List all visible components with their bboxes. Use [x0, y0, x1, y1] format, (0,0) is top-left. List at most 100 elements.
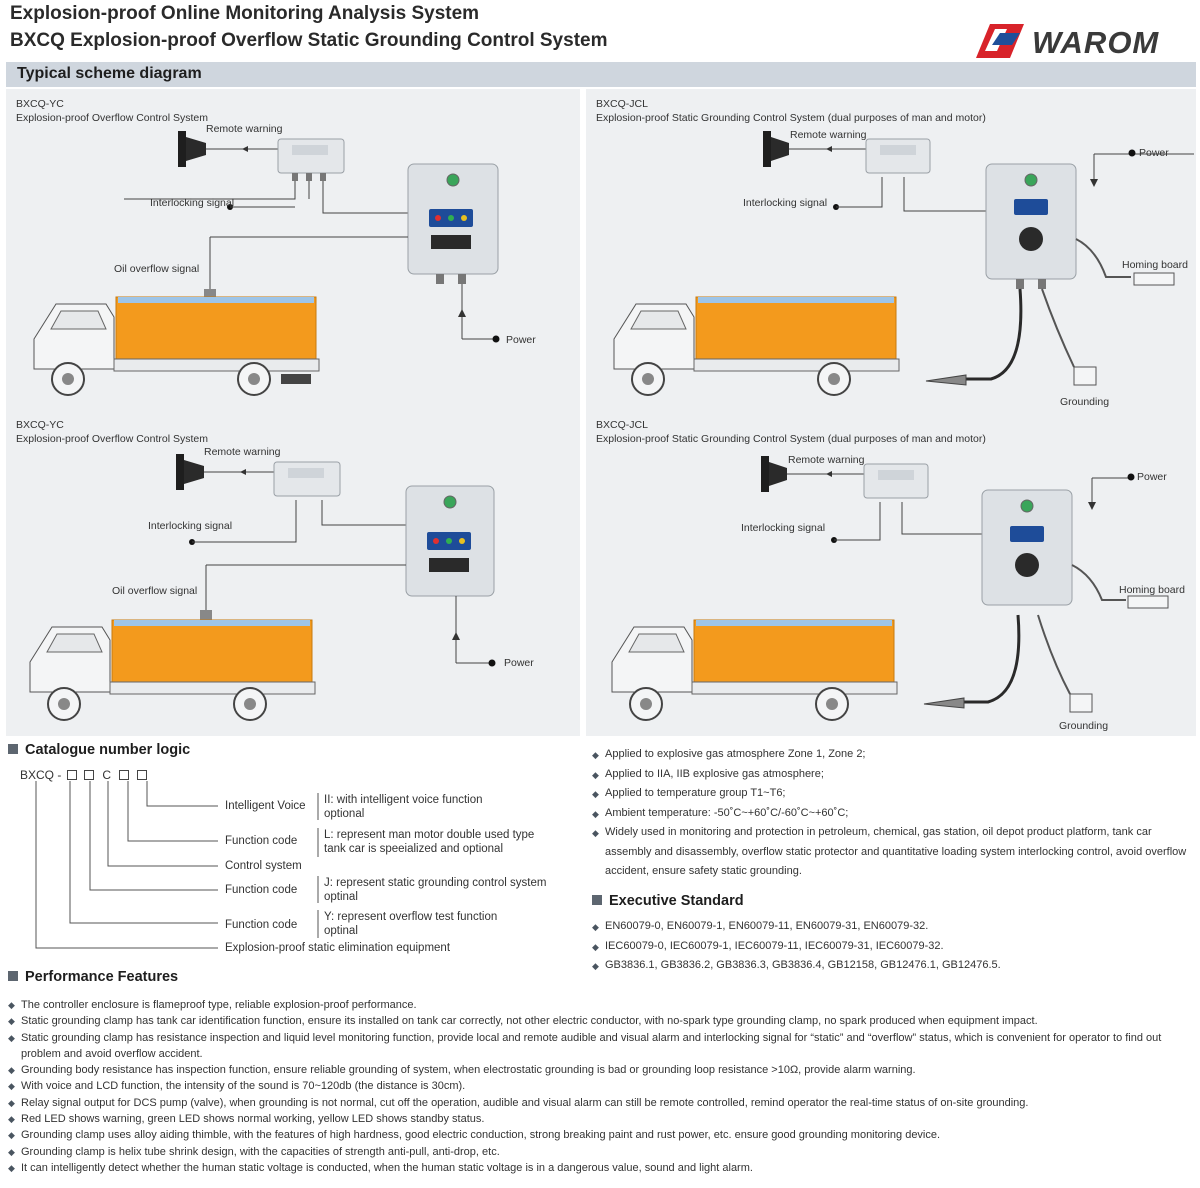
panel-subtitle: Explosion-proof Overflow Control System [16, 433, 208, 445]
scheme-panel-grounding-2: BXCQ-JCL Explosion-proof Static Groundin… [586, 410, 1196, 736]
tank-truck-icon [33, 289, 320, 396]
brand-wordmark: WAROM [1032, 25, 1159, 60]
label-power: Power [504, 657, 534, 669]
catalogue-row-name: Intelligent Voice [225, 800, 306, 812]
controller-cabinet-icon [985, 163, 1077, 289]
panel-model: BXCQ-YC [16, 419, 64, 431]
diamond-bullet-icon: ◆ [592, 961, 599, 971]
relay-box-icon [865, 138, 931, 174]
scheme-section-bar: Typical scheme diagram [6, 62, 1196, 87]
remote-horn-icon [761, 456, 787, 492]
label-remote-warning: Remote warning [206, 123, 283, 135]
label-power: Power [1139, 147, 1169, 159]
catalogue-row-desc: optional [324, 808, 365, 820]
performance-item: ◆Static grounding clamp has tank car ide… [8, 1013, 1193, 1029]
scheme-panel-grounding-1: BXCQ-JCL Explosion-proof Static Groundin… [586, 89, 1196, 411]
diamond-bullet-icon: ◆ [8, 1130, 15, 1141]
catalogue-row-desc: optinal [324, 925, 358, 937]
panel-subtitle: Explosion-proof Static Grounding Control… [596, 433, 986, 445]
performance-item: ◆With voice and LCD function, the intens… [8, 1078, 1193, 1094]
label-remote-warning: Remote warning [790, 129, 867, 141]
application-item: ◆Ambient temperature: -50˚C~+60˚C/-60˚C~… [592, 804, 1188, 824]
label-oil-overflow: Oil overflow signal [114, 263, 200, 275]
performance-item: ◆It can intelligently detect whether the… [8, 1160, 1193, 1176]
catalogue-row-desc: optinal [324, 891, 358, 903]
diamond-bullet-icon: ◆ [8, 1146, 15, 1157]
diamond-bullet-icon: ◆ [592, 789, 599, 799]
standard-item: ◆IEC60079-0, IEC60079-1, IEC60079-11, IE… [592, 937, 1188, 957]
scheme-title: Typical scheme diagram [17, 65, 202, 82]
catalogue-row-name: Function code [225, 835, 298, 847]
application-item: ◆Applied to IIA, IIB explosive gas atmos… [592, 765, 1188, 785]
label-power: Power [1137, 471, 1167, 483]
diamond-bullet-icon: ◆ [8, 1000, 15, 1010]
performance-item: ◆Static grounding clamp has resistance i… [8, 1031, 1162, 1060]
diamond-bullet-icon: ◆ [592, 941, 599, 952]
catalogue-row-desc: L: represent man motor double used type [324, 829, 535, 841]
code-box-3 [119, 770, 130, 780]
code-box-2 [84, 770, 95, 780]
warom-logo-icon: WAROM [976, 24, 1159, 60]
panel-subtitle: Explosion-proof Static Grounding Control… [596, 112, 986, 124]
diamond-bullet-icon: ◆ [8, 1016, 15, 1027]
catalogue-row-name: Function code [225, 919, 298, 931]
catalogue-heading: Catalogue number logic [8, 742, 190, 758]
diamond-bullet-icon: ◆ [8, 1081, 15, 1092]
diamond-bullet-icon: ◆ [8, 1065, 15, 1076]
document-title: Explosion-proof Online Monitoring Analys… [10, 3, 480, 24]
relay-box-icon [863, 463, 929, 499]
label-interlocking-signal: Interlocking signal [743, 197, 828, 209]
panel-model: BXCQ-JCL [596, 419, 648, 431]
relay-box-icon [277, 138, 345, 181]
performance-item: ◆Grounding clamp is helix tube shrink de… [8, 1144, 1193, 1160]
application-list: ◆Applied to explosive gas atmosphere Zon… [592, 745, 1188, 882]
label-grounding: Grounding [1059, 720, 1109, 732]
label-interlocking-signal: Interlocking signal [148, 520, 233, 532]
catalogue-row-desc: II: with intelligent voice function [324, 794, 483, 806]
code-box-1 [66, 770, 77, 780]
panel-subtitle: Explosion-proof Overflow Control System [16, 112, 208, 124]
performance-item: ◆Relay signal output for DCS pump (valve… [8, 1095, 1193, 1111]
performance-item: ◆Grounding body resistance has inspectio… [8, 1062, 1193, 1078]
grounding-diagram-1 [613, 131, 1194, 396]
catalogue-row-desc: tank car is speeialized and optional [324, 843, 504, 855]
catalogue-row-desc: Y: represent overflow test function [324, 911, 498, 923]
performance-item: ◆The controller enclosure is flameproof … [8, 997, 1193, 1013]
tank-truck-icon [613, 296, 900, 396]
overflow-diagram-2 [29, 454, 496, 721]
label-interlocking-signal: Interlocking signal [150, 197, 235, 209]
overflow-diagram-1 [33, 131, 500, 396]
label-power: Power [506, 334, 536, 346]
standard-item: ◆EN60079-0, EN60079-1, EN60079-11, EN600… [592, 917, 1188, 937]
panel-model: BXCQ-YC [16, 98, 64, 110]
tank-truck-icon [29, 610, 316, 721]
catalogue-tree-lines [35, 781, 319, 949]
performance-item: ◆Grounding clamp uses alloy aiding thimb… [8, 1127, 1193, 1143]
diamond-bullet-icon: ◆ [592, 808, 599, 819]
controller-cabinet-icon [405, 485, 495, 597]
section-square-icon [8, 971, 18, 981]
standard-list: ◆EN60079-0, EN60079-1, EN60079-11, EN600… [592, 917, 1188, 976]
document-subtitle: BXCQ Explosion-proof Overflow Static Gro… [10, 30, 608, 51]
catalogue-code: BXCQ - C [20, 768, 149, 782]
label-homing-board: Homing board [1119, 584, 1185, 596]
catalogue-row-name: Explosion-proof static elimination equip… [225, 942, 451, 954]
panel-model: BXCQ-JCL [596, 98, 648, 110]
remote-horn-icon [176, 454, 204, 490]
remote-horn-icon [763, 131, 789, 167]
relay-box-icon [273, 461, 341, 497]
diamond-bullet-icon: ◆ [8, 1162, 15, 1173]
catalogue-row-desc: J: represent static grounding control sy… [324, 877, 547, 889]
performance-item: ◆Red LED shows warning, green LED shows … [8, 1111, 1193, 1127]
diamond-bullet-icon: ◆ [592, 750, 599, 760]
catalogue-row-name: Function code [225, 884, 298, 896]
diamond-bullet-icon: ◆ [8, 1097, 15, 1108]
application-item: ◆Widely used in monitoring and protectio… [592, 826, 1187, 877]
label-oil-overflow: Oil overflow signal [112, 585, 198, 597]
application-item: ◆Applied to explosive gas atmosphere Zon… [592, 745, 1188, 765]
standard-item: ◆GB3836.1, GB3836.2, GB3836.3, GB3836.4,… [592, 956, 1188, 976]
scheme-panel-overflow-2: BXCQ-YC Explosion-proof Overflow Control… [6, 410, 580, 736]
catalogue-row-name: Control system [225, 860, 302, 872]
controller-cabinet-icon [981, 489, 1073, 606]
remote-horn-icon [178, 131, 206, 167]
